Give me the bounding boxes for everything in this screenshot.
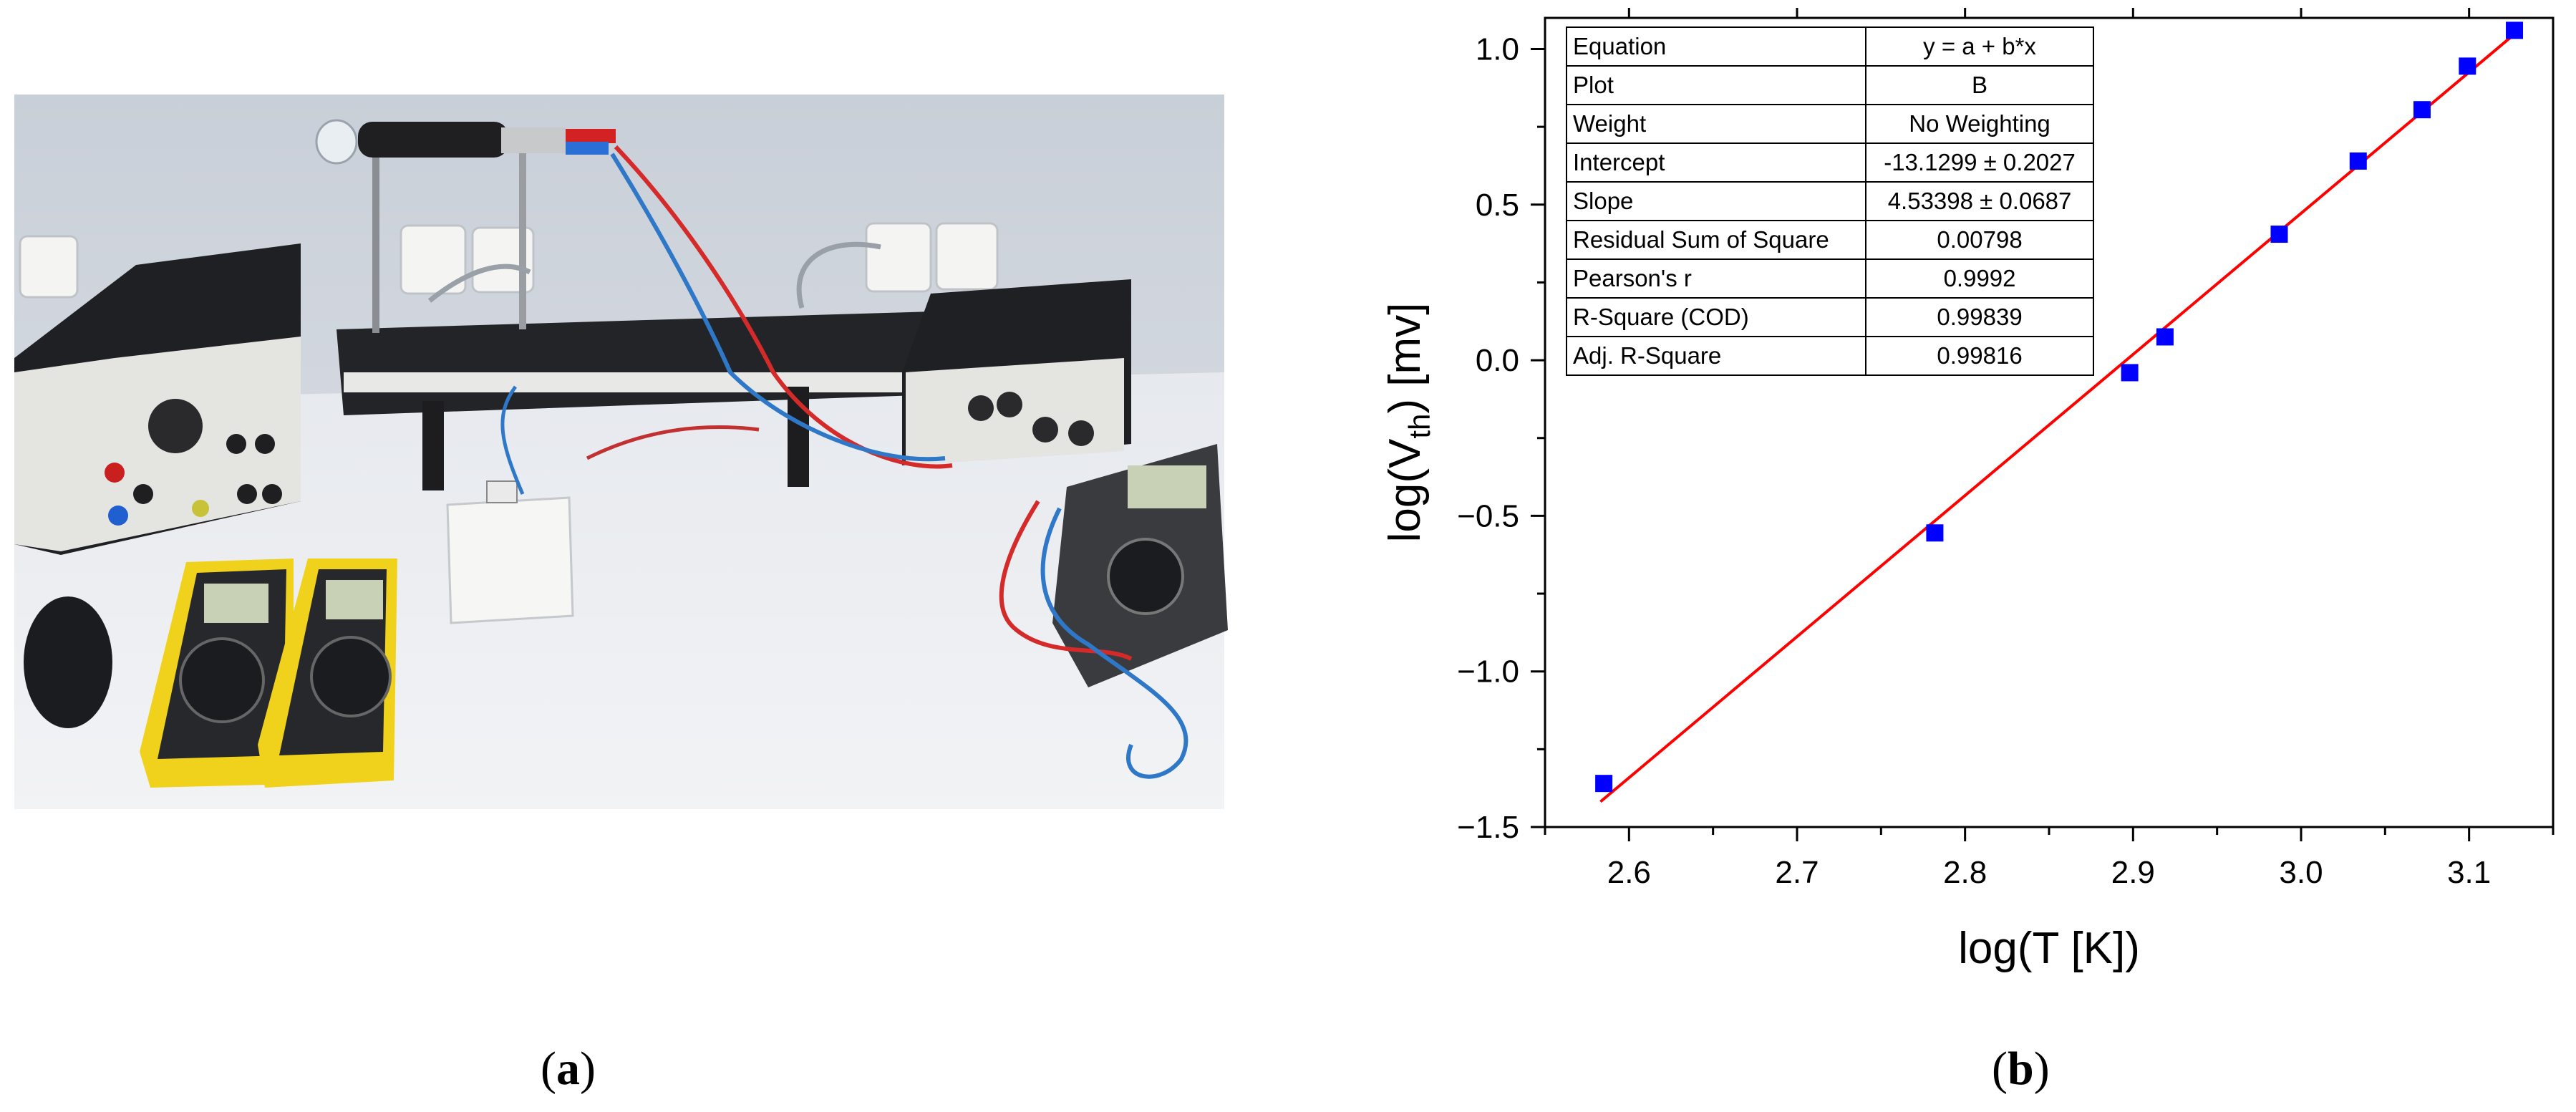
data-point	[2121, 364, 2139, 382]
panel-letter-a: a	[556, 1043, 580, 1095]
photo-scene	[14, 95, 1228, 809]
fit-table-label: Plot	[1565, 65, 1867, 105]
data-point	[2349, 152, 2367, 170]
x-axis-title: log(T [K])	[1958, 924, 2140, 973]
fit-table-label: Equation	[1565, 26, 1867, 67]
data-point	[2459, 57, 2476, 75]
y-axis-title-subscript: th	[1403, 414, 1436, 439]
fit-table-label: Pearson's r	[1565, 258, 1867, 299]
panel-label-b: (b)	[1992, 1043, 2050, 1095]
data-point	[2156, 328, 2174, 346]
fit-table-value: -13.1299 ± 0.2027	[1865, 142, 2094, 183]
data-point	[2270, 226, 2288, 243]
fit-table-value: No Weighting	[1865, 104, 2094, 144]
y-axis-title-main: log(V	[1380, 438, 1430, 542]
fit-table-value: 0.99839	[1865, 297, 2094, 337]
fit-table-value: 0.99816	[1865, 336, 2094, 376]
x-tick-label: 3.0	[2279, 855, 2323, 890]
x-tick-label: 3.1	[2447, 855, 2491, 890]
y-tick-label: −0.5	[1457, 498, 1519, 533]
fit-table-row: R-Square (COD)0.99839	[1565, 297, 2094, 337]
fit-table-label: Intercept	[1565, 142, 1867, 183]
fit-table-label: Residual Sum of Square	[1565, 220, 1867, 260]
x-tick-label: 2.8	[1943, 855, 1987, 890]
fit-table-label: Adj. R-Square	[1565, 336, 1867, 376]
x-tick-label: 2.6	[1607, 855, 1651, 890]
fit-table-label: Weight	[1565, 104, 1867, 144]
fit-table-row: Intercept-13.1299 ± 0.2027	[1565, 142, 2094, 183]
data-point	[2413, 101, 2431, 119]
fit-table-label: R-Square (COD)	[1565, 297, 1867, 337]
fit-table-value: B	[1865, 65, 2094, 105]
y-tick-label: 0.0	[1476, 343, 1519, 378]
fit-table-value: 0.00798	[1865, 220, 2094, 260]
fit-table-value: 0.9992	[1865, 258, 2094, 299]
panel-label-a: (a)	[541, 1043, 596, 1095]
fit-table-value: 4.53398 ± 0.0687	[1865, 181, 2094, 221]
data-point	[1926, 524, 1944, 542]
y-axis-title: log(Vth) [mv]	[1380, 303, 1436, 543]
panel-letter-b: b	[2007, 1043, 2034, 1095]
y-tick-label: −1.0	[1457, 654, 1519, 690]
y-tick-label: −1.5	[1457, 810, 1519, 845]
y-axis-title-tail: ) [mv]	[1380, 303, 1430, 414]
x-tick-label: 2.7	[1775, 855, 1819, 890]
x-tick-label: 2.9	[2111, 855, 2155, 890]
y-tick-label: 1.0	[1476, 32, 1519, 67]
fit-table-label: Slope	[1565, 181, 1867, 221]
fit-table-value: y = a + b*x	[1865, 26, 2094, 67]
y-tick-label: 0.5	[1476, 188, 1519, 223]
data-point	[1595, 775, 1613, 793]
data-point	[2506, 21, 2524, 39]
